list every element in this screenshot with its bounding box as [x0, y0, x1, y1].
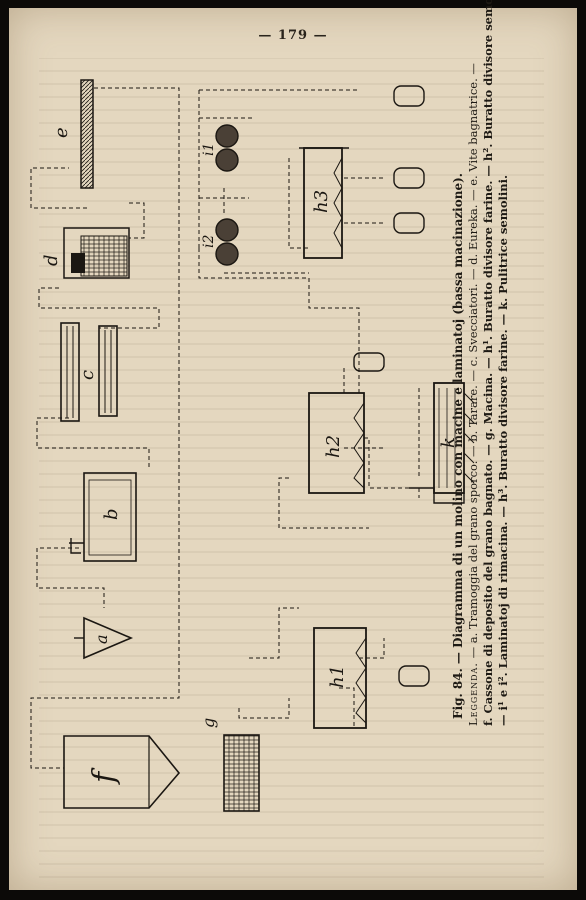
svg-text:h2: h2: [323, 435, 344, 458]
svg-text:a: a: [92, 634, 111, 644]
svg-text:b: b: [101, 508, 122, 520]
svg-text:h1: h1: [327, 665, 348, 688]
buratto-h3: h3: [299, 85, 425, 259]
macina-g: g: [199, 718, 260, 812]
svg-text:h3: h3: [311, 190, 332, 213]
laminatoj-i: i1 i2: [201, 124, 239, 266]
eureka-d: d: [41, 227, 130, 279]
show-through-text: [39, 58, 544, 878]
buratto-h2: h2: [308, 352, 385, 494]
pulitrice-k: k: [409, 382, 475, 504]
buratto-h1: h1: [313, 627, 430, 729]
svg-text:d: d: [41, 254, 62, 266]
flow-lines: [30, 87, 420, 769]
book-page: — 179 —: [9, 0, 577, 890]
legend-line-1: — a. Tramoggia del grano sporco. — b. Ta…: [466, 63, 480, 659]
figure-title: Fig. 84. — Diagramma di un molino con ma…: [451, 173, 465, 719]
svg-text:c: c: [77, 370, 98, 380]
tarare-b: b: [69, 472, 137, 562]
svg-text:i1: i1: [201, 143, 217, 156]
svg-text:k: k: [438, 437, 459, 448]
vite-bagnatrice-e: e: [51, 79, 94, 189]
svg-text:f: f: [87, 767, 122, 785]
figure-caption: Fig. 84. — Diagramma di un molino con ma…: [451, 0, 533, 726]
svg-text:e: e: [51, 127, 72, 138]
svg-text:g: g: [199, 718, 218, 728]
page-number: — 179 —: [258, 28, 328, 43]
legend-line-2: f. Cassone di deposito del grano bagnato…: [481, 0, 495, 726]
legend-line-3: — i¹ e i². Laminatoj di rimacina. — h³. …: [496, 174, 510, 726]
tramoggia-a: a: [74, 616, 134, 660]
mill-diagram: e d c b a: [30, 79, 475, 812]
svg-text:i2: i2: [201, 235, 217, 248]
cassone-f: f: [63, 735, 181, 809]
svecciatori-c: c: [60, 322, 118, 422]
legend-title: Leggenda.: [466, 662, 480, 726]
